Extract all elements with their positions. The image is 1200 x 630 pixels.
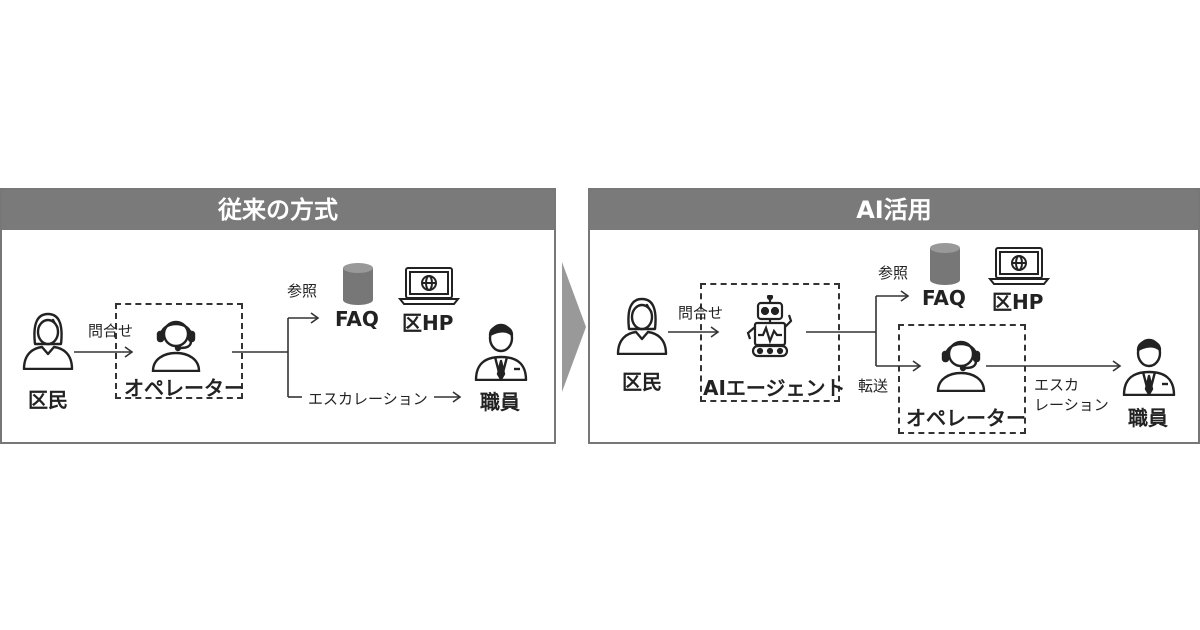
ai-operator-box <box>898 324 1026 434</box>
conventional-title: 従来の方式 <box>2 190 554 230</box>
operator-box <box>115 303 243 399</box>
database-icon <box>930 243 960 285</box>
inquiry-label: 問合せ <box>88 322 134 340</box>
conventional-flow-lines <box>74 312 462 403</box>
ai-citizen-label: 区民 <box>622 370 662 394</box>
woman-icon <box>616 297 668 355</box>
staff-label: 職員 <box>480 390 520 414</box>
ai-inquiry-label: 問合せ <box>678 304 724 322</box>
transfer-label: 転送 <box>858 377 889 395</box>
ai-operator-label: オペレーター <box>906 406 1026 430</box>
staff-icon <box>1122 338 1176 396</box>
faq-label: FAQ <box>335 307 379 331</box>
operator-headset-icon <box>936 340 986 392</box>
ai-escalation-line1: エスカ <box>1034 376 1080 394</box>
staff-icon <box>474 323 528 381</box>
ai-faq-label: FAQ <box>922 286 966 310</box>
laptop-globe-icon <box>398 267 460 305</box>
operator-label: オペレーター <box>124 376 244 400</box>
database-icon <box>343 263 373 305</box>
reference-label: 参照 <box>287 282 318 300</box>
ai-agent-label: AIエージェント <box>703 376 846 400</box>
ai-title: AI活用 <box>590 190 1198 230</box>
operator-headset-icon <box>151 320 201 372</box>
ai-staff-label: 職員 <box>1128 406 1168 430</box>
ai-agent-box <box>700 283 840 402</box>
ai-escalation-line2: レーション <box>1034 396 1109 414</box>
ai-panel: AI活用 区民 問合せ <box>588 188 1200 444</box>
conventional-panel: 従来の方式 区民 問合せ <box>0 188 556 444</box>
escalation-label: エスカレーション <box>308 390 428 408</box>
citizen-label: 区民 <box>28 388 68 412</box>
robot-icon <box>746 295 793 358</box>
woman-icon <box>22 312 74 370</box>
chevron-right-icon <box>562 262 586 392</box>
ward-hp-label: 区HP <box>402 311 454 335</box>
laptop-globe-icon <box>988 247 1050 285</box>
ai-ward-hp-label: 区HP <box>992 290 1044 314</box>
ai-reference-label: 参照 <box>878 264 909 282</box>
ai-flow-lines <box>668 290 1122 372</box>
